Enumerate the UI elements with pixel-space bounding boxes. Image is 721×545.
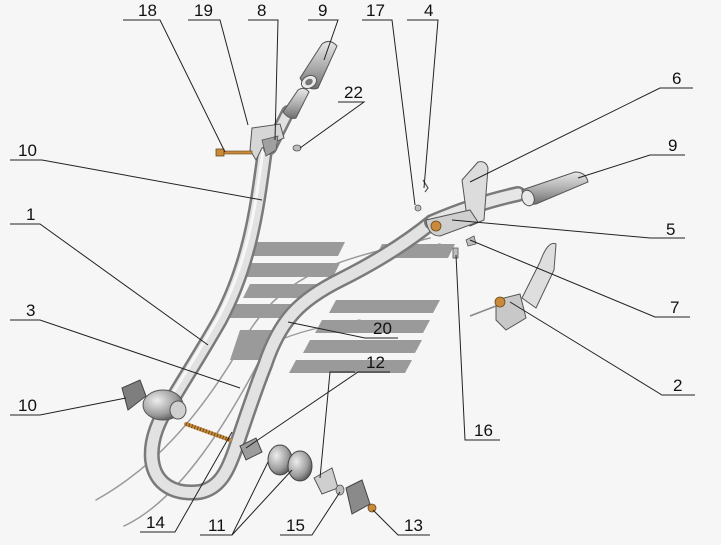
callout-18: 17 [366,1,385,20]
leader-lines [10,19,695,536]
callout-22: 22 [344,83,363,102]
screw-17 [452,247,459,259]
callout-20: 19 [194,1,213,20]
callout-8: 8 [257,1,266,20]
callout-3: 3 [26,301,35,320]
callout-12: 11 [208,516,226,535]
callout-2: 2 [673,376,682,395]
callout-10: 10 [18,141,37,160]
control-cables [95,237,441,527]
callout-5: 5 [666,220,675,239]
callout-15: 14 [146,513,165,532]
toothed-disc-12 [267,444,313,482]
callout-6: 6 [672,69,681,88]
grip-upper [299,40,338,90]
callout-19: 18 [138,1,157,20]
callout-7: 7 [670,298,679,317]
callout-11: 10 [18,396,37,415]
clip-7 [465,235,477,247]
callout-4: 4 [424,1,433,20]
washer-16 [335,484,345,496]
callout-16: 15 [286,516,305,535]
spacer-13b [313,467,339,495]
clamp-knob-11 [121,379,187,421]
lever-housing [414,161,489,237]
clamp-knob-14 [345,479,377,515]
nut-22 [292,144,302,152]
callout-9-right: 9 [668,136,677,155]
clamp-disc-13 [239,437,263,461]
bolt-19 [215,148,253,157]
callout-labels: 18 19 8 9 22 17 4 6 9 5 7 2 16 20 10 1 3… [18,1,682,535]
grip-right [521,171,589,207]
callout-13: 12 [366,353,385,372]
callout-17: 16 [474,421,493,440]
grip-sleeve-upper [282,87,310,119]
callout-14: 13 [404,516,423,535]
callout-1: 1 [26,205,35,224]
threaded-rod [184,422,232,442]
lever-assembly-2 [469,242,557,331]
callout-9-upper: 9 [318,1,327,20]
callout-21: 20 [373,319,392,338]
